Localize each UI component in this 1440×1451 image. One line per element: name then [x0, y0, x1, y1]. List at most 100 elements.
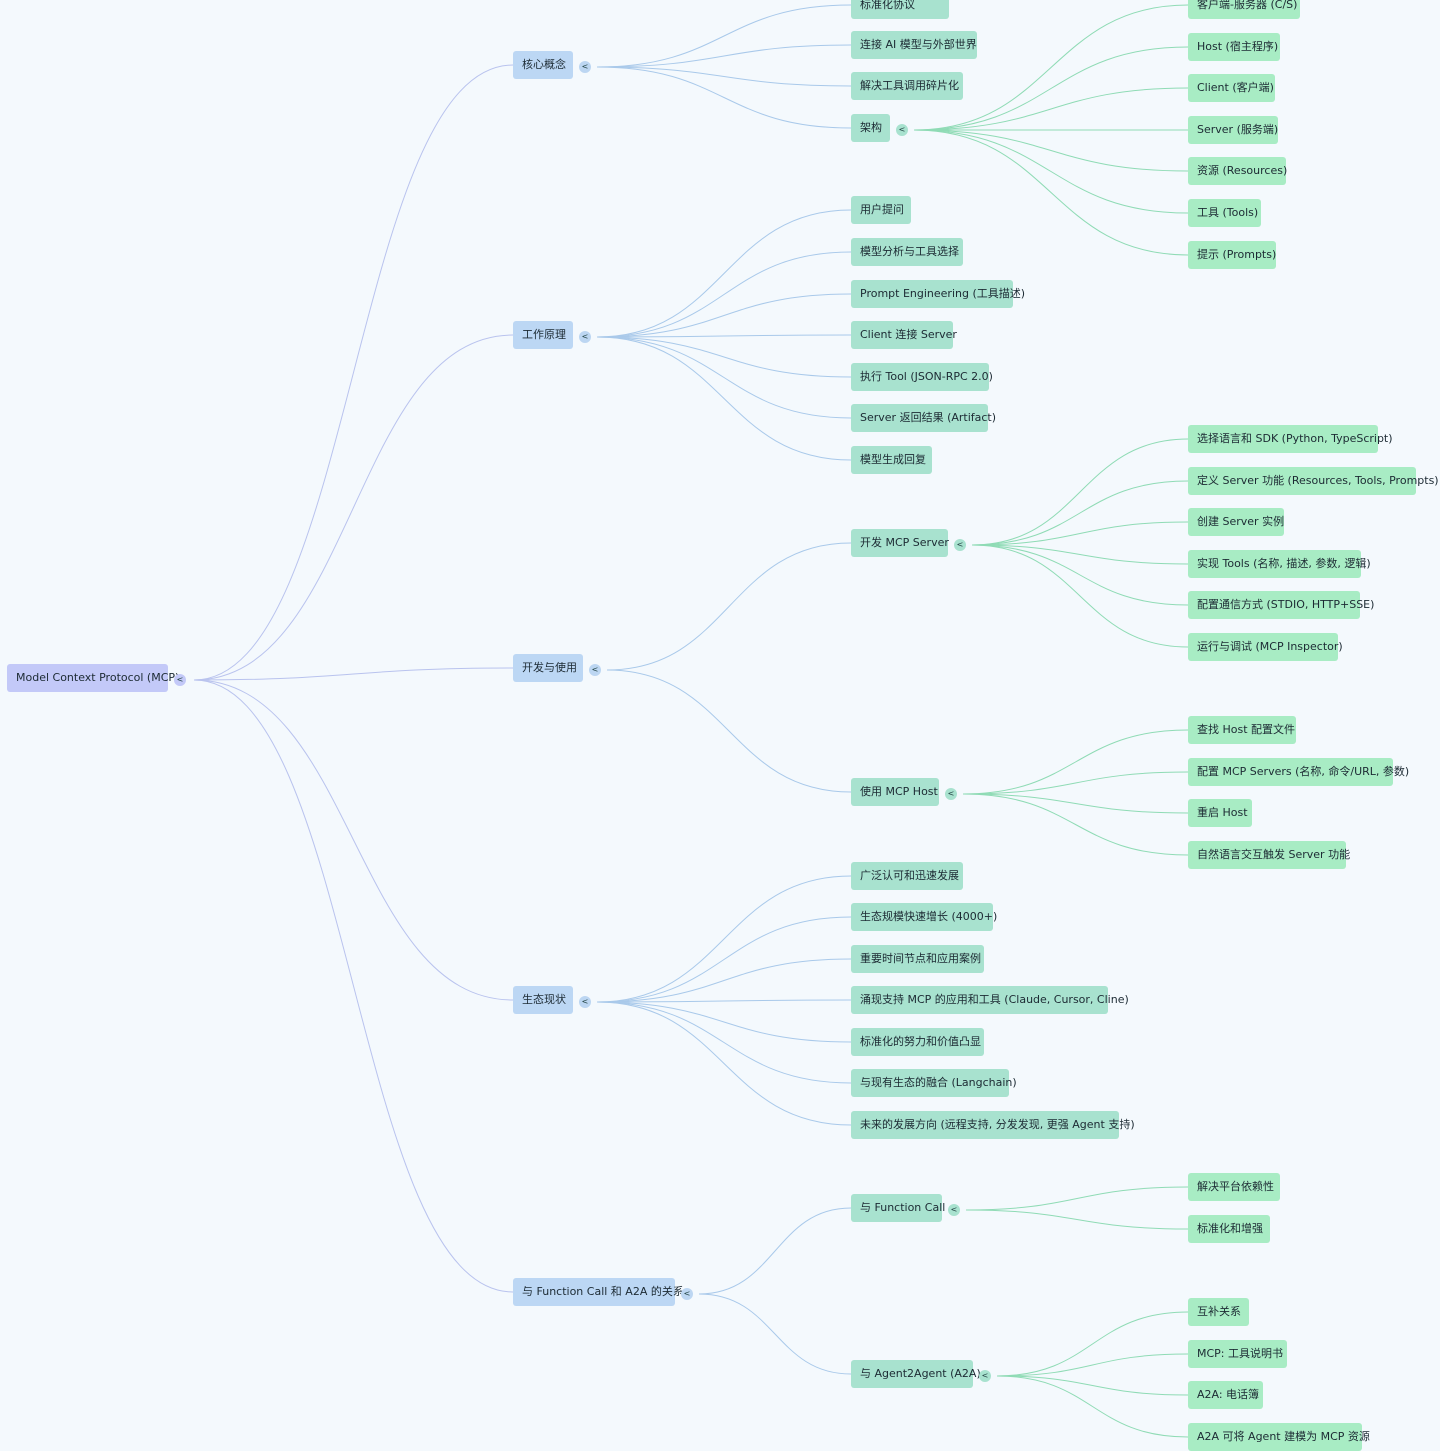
node-2-1-2[interactable]: 重启 Host [1188, 799, 1252, 827]
node-0-3-1[interactable]: Host (宿主程序) [1188, 33, 1280, 61]
node-1-6[interactable]: 模型生成回复 [851, 446, 932, 474]
link-3-6 [596, 1001, 852, 1126]
link-2-0-5 [971, 544, 1189, 648]
link-1-0 [596, 209, 852, 338]
link-4-0 [698, 1207, 852, 1295]
link-0-3-6 [913, 129, 1189, 256]
link-root-1 [193, 334, 514, 681]
node-0-3-3[interactable]: Server (服务端) [1188, 116, 1278, 144]
link-0-1 [596, 44, 852, 68]
link-1-2 [596, 293, 852, 338]
link-0-3-5 [913, 129, 1189, 214]
node-3-3[interactable]: 涌现支持 MCP 的应用和工具 (Claude, Cursor, Cline) [851, 986, 1129, 1014]
root-node[interactable]: Model Context Protocol (MCP) [7, 664, 179, 692]
link-3-0 [596, 875, 852, 1003]
node-2[interactable]: 开发与使用 [513, 654, 583, 682]
link-2-1-0 [962, 729, 1189, 795]
link-0-3-0 [913, 4, 1189, 131]
node-1-0[interactable]: 用户提问 [851, 196, 911, 224]
link-4-0-1 [965, 1209, 1189, 1230]
link-2-0 [606, 542, 852, 671]
node-2-0-1[interactable]: 定义 Server 功能 (Resources, Tools, Prompts) [1188, 467, 1439, 495]
link-2-1-1 [962, 771, 1189, 795]
node-1-2[interactable]: Prompt Engineering (工具描述) [851, 280, 1025, 308]
node-0-3-2[interactable]: Client (客户端) [1188, 74, 1275, 102]
link-0-3-1 [913, 46, 1189, 131]
node-3-6[interactable]: 未来的发展方向 (远程支持, 分发发现, 更强 Agent 支持) [851, 1111, 1135, 1139]
link-4-1-0 [996, 1311, 1189, 1377]
node-4-0[interactable]: 与 Function Call [851, 1194, 945, 1222]
node-2-0-0[interactable]: 选择语言和 SDK (Python, TypeScript) [1188, 425, 1393, 453]
node-0-3[interactable]: 架构 [851, 114, 890, 142]
link-2-0-0 [971, 438, 1189, 546]
node-0-3-4[interactable]: 资源 (Resources) [1188, 157, 1287, 185]
node-0-3-5[interactable]: 工具 (Tools) [1188, 199, 1261, 227]
link-1-6 [596, 336, 852, 461]
node-1-1[interactable]: 模型分析与工具选择 [851, 238, 963, 266]
link-4-1 [698, 1293, 852, 1375]
node-0-2[interactable]: 解决工具调用碎片化 [851, 72, 963, 100]
link-2-0-1 [971, 480, 1189, 546]
link-3-4 [596, 1001, 852, 1043]
collapse-toggle-icon-0[interactable]: < [579, 61, 591, 73]
collapse-toggle-icon-2[interactable]: < [589, 664, 601, 676]
node-2-1-3[interactable]: 自然语言交互触发 Server 功能 [1188, 841, 1350, 869]
node-3-1[interactable]: 生态规模快速增长 (4000+) [851, 903, 997, 931]
node-4-1-3[interactable]: A2A 可将 Agent 建模为 MCP 资源 [1188, 1423, 1370, 1451]
link-2-1-2 [962, 793, 1189, 814]
node-4-0-1[interactable]: 标准化和增强 [1188, 1215, 1270, 1243]
node-1-3[interactable]: Client 连接 Server [851, 321, 957, 349]
link-2-0-4 [971, 544, 1189, 606]
node-3-0[interactable]: 广泛认可和迅速发展 [851, 862, 963, 890]
collapse-toggle-icon-2-1[interactable]: < [945, 788, 957, 800]
link-2-1 [606, 669, 852, 793]
node-2-1-1[interactable]: 配置 MCP Servers (名称, 命令/URL, 参数) [1188, 758, 1409, 786]
node-3[interactable]: 生态现状 [513, 986, 573, 1014]
link-1-4 [596, 336, 852, 378]
link-4-1-3 [996, 1375, 1189, 1438]
link-0-3 [596, 66, 852, 129]
collapse-toggle-icon-4-1[interactable]: < [979, 1370, 991, 1382]
collapse-toggle-icon-4[interactable]: < [681, 1288, 693, 1300]
node-3-4[interactable]: 标准化的努力和价值凸显 [851, 1028, 984, 1056]
node-2-1-0[interactable]: 查找 Host 配置文件 [1188, 716, 1296, 744]
node-2-0-5[interactable]: 运行与调试 (MCP Inspector) [1188, 633, 1343, 661]
link-root-2 [193, 667, 514, 681]
node-1-5[interactable]: Server 返回结果 (Artifact) [851, 404, 996, 432]
link-4-0-0 [965, 1186, 1189, 1211]
node-2-0-3[interactable]: 实现 Tools (名称, 描述, 参数, 逻辑) [1188, 550, 1371, 578]
node-2-0[interactable]: 开发 MCP Server [851, 529, 949, 557]
link-4-1-2 [996, 1375, 1189, 1396]
node-2-0-4[interactable]: 配置通信方式 (STDIO, HTTP+SSE) [1188, 591, 1374, 619]
node-4-1[interactable]: 与 Agent2Agent (A2A) [851, 1360, 981, 1388]
node-4[interactable]: 与 Function Call 和 A2A 的关系 [513, 1278, 684, 1306]
collapse-toggle-icon-2-0[interactable]: < [954, 539, 966, 551]
node-4-0-0[interactable]: 解决平台依赖性 [1188, 1173, 1280, 1201]
link-0-3-2 [913, 87, 1189, 131]
link-root-0 [193, 64, 514, 681]
node-1[interactable]: 工作原理 [513, 321, 573, 349]
node-4-1-1[interactable]: MCP: 工具说明书 [1188, 1340, 1287, 1368]
node-1-4[interactable]: 执行 Tool (JSON-RPC 2.0) [851, 363, 993, 391]
link-1-1 [596, 251, 852, 338]
collapse-toggle-icon-3[interactable]: < [579, 996, 591, 1008]
link-3-3 [596, 999, 852, 1003]
node-0-3-6[interactable]: 提示 (Prompts) [1188, 241, 1276, 269]
link-2-0-3 [971, 544, 1189, 565]
node-2-1[interactable]: 使用 MCP Host [851, 778, 939, 806]
root-collapse-icon[interactable]: < [174, 674, 186, 686]
node-4-1-2[interactable]: A2A: 电话簿 [1188, 1381, 1263, 1409]
collapse-toggle-icon-0-3[interactable]: < [896, 124, 908, 136]
collapse-toggle-icon-1[interactable]: < [579, 331, 591, 343]
node-0-3-0[interactable]: 客户端-服务器 (C/S) [1188, 0, 1300, 19]
node-3-2[interactable]: 重要时间节点和应用案例 [851, 945, 984, 973]
collapse-toggle-icon-4-0[interactable]: < [948, 1204, 960, 1216]
node-0[interactable]: 核心概念 [513, 51, 573, 79]
node-3-5[interactable]: 与现有生态的融合 (Langchain) [851, 1069, 1017, 1097]
node-4-1-0[interactable]: 互补关系 [1188, 1298, 1249, 1326]
node-0-1[interactable]: 连接 AI 模型与外部世界 [851, 31, 977, 59]
node-2-0-2[interactable]: 创建 Server 实例 [1188, 508, 1284, 536]
link-1-5 [596, 336, 852, 419]
node-0-0[interactable]: 标准化协议 [851, 0, 949, 19]
